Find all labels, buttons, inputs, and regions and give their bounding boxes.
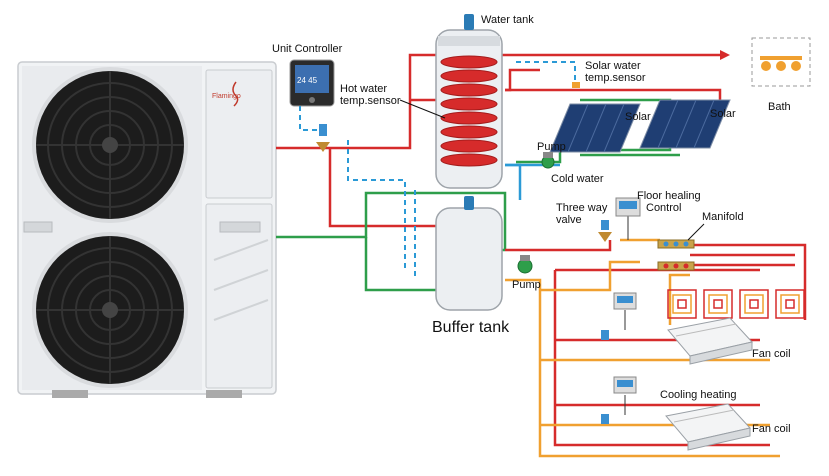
cold-water-label: Cold water xyxy=(551,173,604,185)
bath-fixture xyxy=(751,37,811,87)
pump-bottom-icon xyxy=(517,255,533,274)
controller-display: 24 45 xyxy=(297,76,318,85)
fan-coil-2 xyxy=(665,403,751,451)
fan-bottom xyxy=(32,232,188,388)
valve-icon xyxy=(601,330,609,424)
pump-bottom-label: Pump xyxy=(512,279,541,291)
floor-heating-control-icon xyxy=(615,197,641,217)
bath-label: Bath xyxy=(768,101,791,113)
three-way-valve-label-1: Three way xyxy=(556,202,608,214)
floor-heating-loops xyxy=(667,289,805,319)
fan-top xyxy=(32,67,188,223)
water-tank-label: Water tank xyxy=(481,14,534,26)
buffer-tank-label: Buffer tank xyxy=(432,319,510,336)
buffer-tank xyxy=(435,196,503,311)
solar-panel-1 xyxy=(549,103,641,153)
floor-heating-label-1: Floor healing xyxy=(637,190,701,202)
fan-coil-1 xyxy=(667,317,753,365)
pump-top-label: Pump xyxy=(537,141,566,153)
shower-icon xyxy=(760,56,802,71)
solar-sensor-label-1: Solar water xyxy=(585,60,641,72)
flamingo-logo-icon xyxy=(232,81,239,107)
fan-coil-label-1: Fan coil xyxy=(752,348,791,360)
floor-heating-label-2: Control xyxy=(646,202,681,214)
manifold-label: Manifold xyxy=(702,211,744,223)
hot-water-sensor-label-2: temp.sensor xyxy=(340,95,401,107)
fan-coil-label-2: Fan coil xyxy=(752,423,791,435)
cooling-heating-label: Cooling heating xyxy=(660,389,736,401)
control-box-icon xyxy=(613,292,637,310)
water-tank xyxy=(435,14,503,189)
manifold-icon xyxy=(657,239,695,271)
three-way-valve-label-2: valve xyxy=(556,214,582,226)
hot-water-sensor-label-1: Hot water xyxy=(340,83,387,95)
unit-valve-icon xyxy=(316,124,330,152)
solar-panel-2 xyxy=(639,99,731,149)
brand-text: Flamingo xyxy=(212,93,241,100)
unit-controller: 24 45 xyxy=(289,59,335,107)
solar-sensor-label-2: temp.sensor xyxy=(585,72,646,84)
solar-label-2: Solar xyxy=(710,108,736,120)
control-box-icon xyxy=(613,376,637,394)
solar-label-1: Solar xyxy=(625,111,651,123)
unit-controller-label: Unit Controller xyxy=(272,43,343,55)
pump-top-icon xyxy=(541,152,555,169)
heat-pump-unit: Flamingo xyxy=(17,61,277,398)
heating-coil xyxy=(440,55,498,167)
three-way-valve-icon xyxy=(598,220,612,242)
